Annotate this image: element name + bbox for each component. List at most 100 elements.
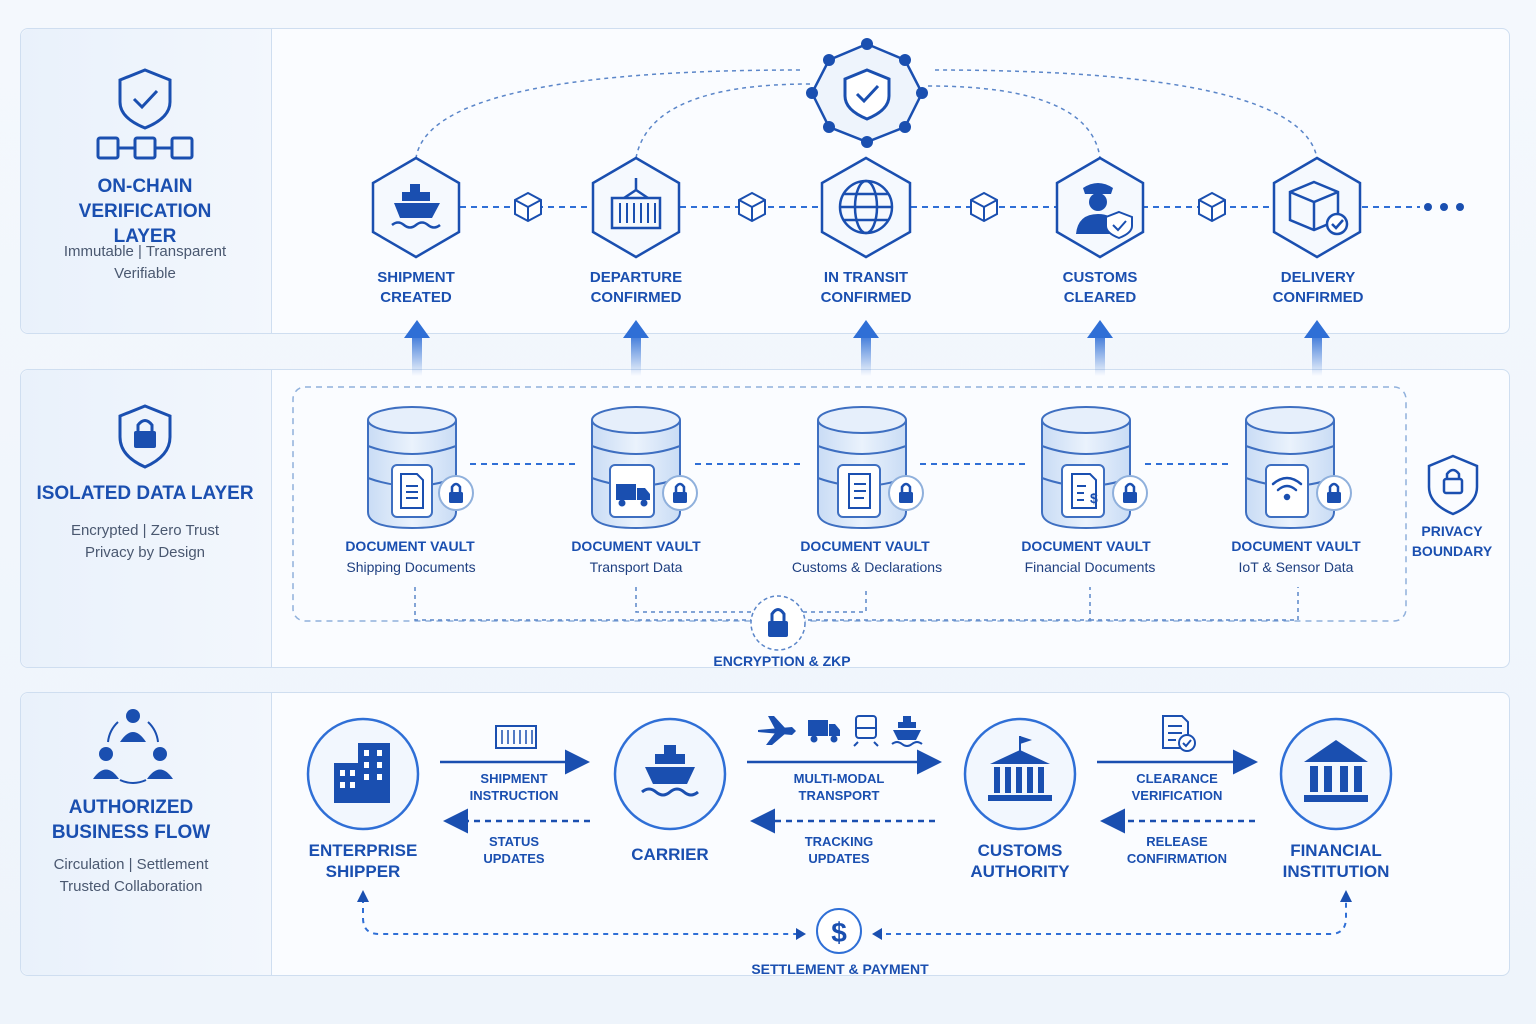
vault-iot-sensor-data xyxy=(1245,406,1352,530)
actor-financial-institution xyxy=(1279,717,1393,831)
encryption-lock-icon xyxy=(750,595,806,651)
lock-icon xyxy=(449,482,463,503)
vault-title: DOCUMENT VAULT xyxy=(1021,538,1151,554)
blockchain-network-hub-icon xyxy=(806,38,928,148)
data-layer-subtitle: Encrypted | Zero Trust Privacy by Design xyxy=(70,522,220,561)
dollar-coin-icon: $ xyxy=(816,908,862,954)
cube-icon xyxy=(514,191,542,223)
blockchain-chain-icon xyxy=(96,136,194,160)
vault-subtitle: Shipping Documents xyxy=(346,559,476,575)
truck-icon xyxy=(616,484,650,507)
airplane-icon xyxy=(758,716,796,745)
encryption-zkp-label: ENCRYPTION & ZKP xyxy=(713,653,851,669)
vault-title: DOCUMENT VAULT xyxy=(1231,538,1361,554)
flow-arrows xyxy=(440,749,1258,834)
people-network-icon xyxy=(93,709,173,784)
settlement-arrowhead xyxy=(872,928,882,940)
clearance-document-icon xyxy=(1162,715,1196,752)
hub-link-lines xyxy=(415,69,1318,159)
settlement-arrowhead xyxy=(1340,890,1352,902)
vault-subtitle: Financial Documents xyxy=(1024,559,1156,575)
government-building-icon xyxy=(988,736,1052,801)
privacy-shield-icon xyxy=(1427,454,1479,516)
vault-title: DOCUMENT VAULT xyxy=(571,538,701,554)
business-layer-band xyxy=(20,692,1510,976)
verification-layer-title: ON-CHAIN VERIFICATION LAYER xyxy=(78,176,212,247)
ship-icon xyxy=(391,184,441,229)
milestone-departure-confirmed xyxy=(591,156,681,259)
block-cube-icons xyxy=(514,191,1226,223)
lock-icon xyxy=(899,482,913,503)
settlement-arrowhead xyxy=(357,890,369,902)
cube-icon xyxy=(1198,191,1226,223)
settlement-payment-label: SETTLEMENT & PAYMENT xyxy=(751,961,929,977)
globe-icon xyxy=(838,179,894,235)
ship-icon xyxy=(641,745,699,797)
data-lock-shield-icon xyxy=(118,404,172,469)
settlement-arrowhead xyxy=(796,928,806,940)
lock-icon xyxy=(1327,482,1341,503)
svg-text:$: $ xyxy=(831,917,847,948)
customs-officer-icon xyxy=(1076,183,1133,240)
actor-carrier xyxy=(613,717,727,831)
vault-financial-documents: $ xyxy=(1041,406,1148,530)
vault-transport-data xyxy=(591,406,698,530)
actor-enterprise-shipper xyxy=(306,717,420,831)
continuation-dots-icon xyxy=(1424,203,1464,211)
actor-label: CARRIER xyxy=(631,845,709,864)
vault-customs-declarations xyxy=(817,406,924,530)
upward-arrows xyxy=(404,320,1330,376)
data-layer-title: ISOLATED DATA LAYER xyxy=(36,483,254,504)
vault-title: DOCUMENT VAULT xyxy=(345,538,475,554)
lock-icon xyxy=(1123,482,1137,503)
milestone-in-transit-confirmed xyxy=(820,156,912,259)
cube-icon xyxy=(970,191,998,223)
dollar-icon: $ xyxy=(1090,490,1098,506)
vault-subtitle: Customs & Declarations xyxy=(791,559,943,575)
vault-subtitle: IoT & Sensor Data xyxy=(1238,559,1354,575)
invoice-icon xyxy=(1071,473,1097,509)
container-icon xyxy=(495,725,537,749)
milestone-customs-cleared xyxy=(1055,156,1145,259)
declaration-icon xyxy=(848,473,871,509)
ferry-icon xyxy=(891,716,923,747)
truck-icon xyxy=(808,720,840,743)
business-layer-sidebar xyxy=(21,693,272,975)
vault-subtitle: Transport Data xyxy=(589,559,683,575)
vault-shipping-documents xyxy=(367,406,474,530)
bank-icon xyxy=(1304,740,1368,802)
business-layer-title: AUTHORIZED BUSINESS FLOW xyxy=(51,797,211,843)
milestone-shipment-created xyxy=(371,156,461,259)
train-icon xyxy=(853,715,879,747)
vault-title: DOCUMENT VAULT xyxy=(800,538,930,554)
actor-customs-authority xyxy=(963,717,1077,831)
lock-icon xyxy=(673,482,687,503)
cube-icon xyxy=(738,191,766,223)
encryption-link-lines xyxy=(414,587,1299,621)
verification-layer-sidebar xyxy=(21,29,272,333)
milestone-delivery-confirmed xyxy=(1272,156,1362,259)
business-layer-subtitle: Circulation | Settlement Trusted Collabo… xyxy=(53,856,209,895)
building-icon xyxy=(334,743,390,803)
settlement-lines xyxy=(362,898,1347,935)
verification-layer-band xyxy=(20,28,1510,334)
package-check-icon xyxy=(1288,180,1349,236)
verification-layer-subtitle: Immutable | Transparent Verifiable xyxy=(63,243,227,282)
container-crane-icon xyxy=(610,178,662,230)
